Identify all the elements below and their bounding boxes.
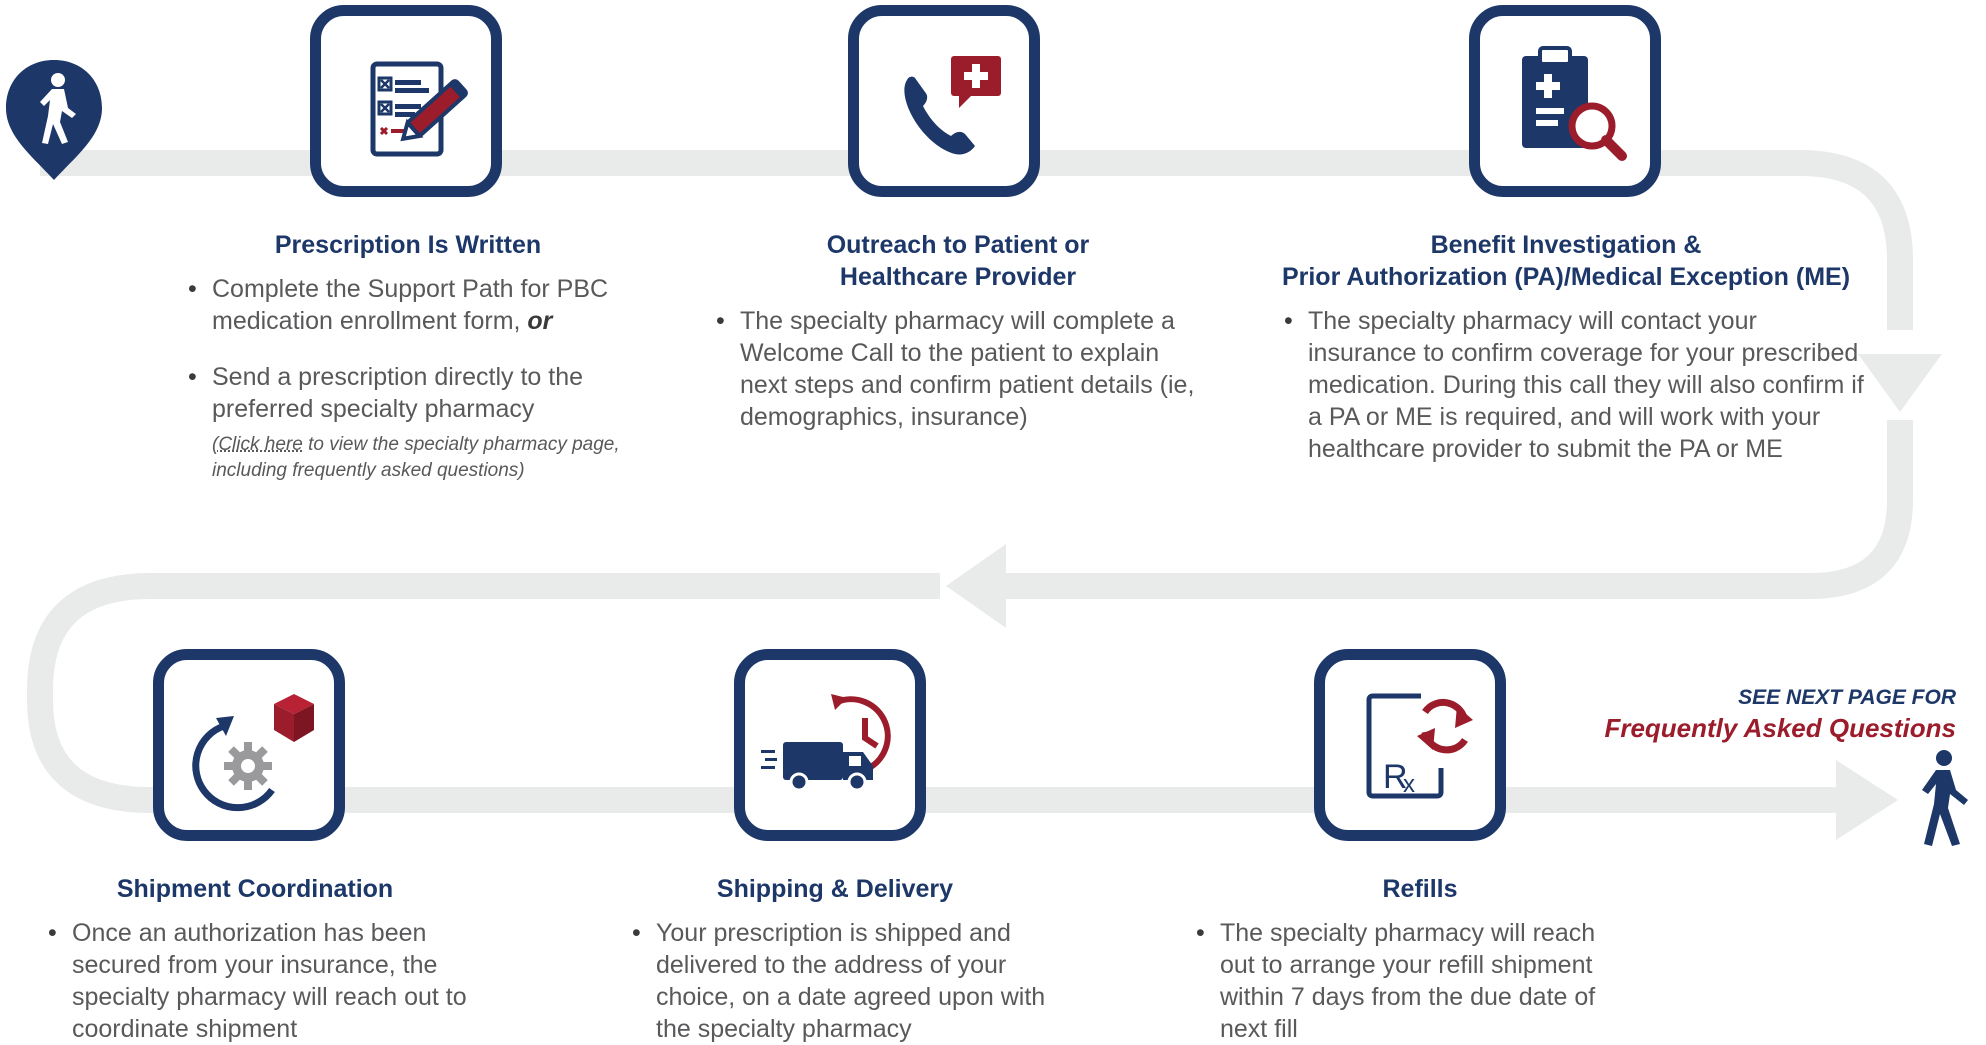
step-2-title: Outreach to Patient or Healthcare Provid… [760, 229, 1156, 293]
step-6-bullet-1-text: The specialty pharmacy will reach out to… [1220, 919, 1596, 1043]
see-next-page-callout[interactable]: SEE NEXT PAGE FOR Frequently Asked Quest… [1604, 684, 1956, 744]
step-1-icon-box [310, 5, 502, 197]
form-pencil-icon [370, 61, 468, 157]
step-1-bullet-1-emph: or [527, 307, 553, 335]
step-2-bullet-1: The specialty pharmacy will complete a W… [716, 305, 1212, 433]
clipboard-magnifier-icon [1522, 46, 1627, 161]
rx-refill-icon: R x [1366, 693, 1473, 799]
walking-person-icon [1922, 750, 1968, 846]
delivery-truck-clock-icon [761, 694, 891, 792]
step-3-bullet-1: The specialty pharmacy will contact your… [1284, 305, 1868, 465]
step-6-title: Refills [1270, 873, 1570, 905]
step-2-bullet-1-text: The specialty pharmacy will complete a W… [740, 307, 1195, 431]
gear-box-cycle-icon [192, 694, 314, 812]
step-4-bullet-1-text: Once an authorization has been secured f… [72, 919, 467, 1043]
step-1-note-rest: to view the specialty pharmacy page, inc… [212, 434, 620, 481]
step-6-bullets: The specialty pharmacy will reach out to… [1196, 917, 1636, 1045]
step-4-bullets: Once an authorization has been secured f… [48, 917, 468, 1045]
step-2-title-line-1: Outreach to Patient or [826, 231, 1090, 259]
step-6-bullet-1: The specialty pharmacy will reach out to… [1196, 917, 1636, 1045]
step-6-title-text: Refills [1382, 875, 1458, 903]
step-2-bullets: The specialty pharmacy will complete a W… [716, 305, 1212, 433]
step-3-bullet-1-text: The specialty pharmacy will contact your… [1308, 307, 1864, 463]
step-2-title-line-2: Healthcare Provider [839, 263, 1077, 291]
svg-text:x: x [1403, 771, 1415, 798]
step-4-title-text: Shipment Coordination [116, 875, 394, 903]
step-1-bullet-1: Complete the Support Path for PBC medica… [188, 273, 638, 337]
svg-text:R: R [1383, 758, 1408, 796]
see-next-line-2: Frequently Asked Questions [1604, 713, 1956, 743]
step-4-icon-box [153, 649, 345, 841]
step-5-icon-box [734, 649, 926, 841]
phone-medical-chat-icon [904, 56, 1001, 155]
step-3-title-line-1: Benefit Investigation & [1430, 231, 1702, 259]
step-1-bullets: Complete the Support Path for PBC medica… [188, 273, 638, 425]
step-3-title-line-2: Prior Authorization (PA)/Medical Excepti… [1281, 263, 1851, 291]
step-5-title-text: Shipping & Delivery [716, 875, 954, 903]
step-1-bullet-2-text: Send a prescription directly to the pref… [212, 363, 584, 423]
step-6-icon-box: R x [1314, 649, 1506, 841]
step-5-bullets: Your prescription is shipped and deliver… [632, 917, 1052, 1045]
step-3-bullets: The specialty pharmacy will contact your… [1284, 305, 1868, 465]
click-here-link[interactable]: (Click here [212, 434, 303, 455]
walking-person-pin-icon [6, 60, 102, 180]
step-5-bullet-1: Your prescription is shipped and deliver… [632, 917, 1052, 1045]
step-2-icon-box [848, 5, 1040, 197]
step-3-title: Benefit Investigation & Prior Authorizat… [1266, 229, 1866, 293]
step-5-title: Shipping & Delivery [660, 873, 1010, 905]
see-next-line-1: SEE NEXT PAGE FOR [1738, 686, 1956, 709]
step-4-bullet-1: Once an authorization has been secured f… [48, 917, 468, 1045]
step-1-title-text: Prescription Is Written [274, 231, 542, 259]
step-1-note: (Click here to view the specialty pharma… [212, 432, 632, 484]
step-1-title: Prescription Is Written [210, 229, 606, 261]
step-4-title: Shipment Coordination [80, 873, 430, 905]
step-1-bullet-2: Send a prescription directly to the pref… [188, 361, 638, 425]
step-5-bullet-1-text: Your prescription is shipped and deliver… [656, 919, 1046, 1043]
step-3-icon-box [1469, 5, 1661, 197]
step-1-bullet-1-text: Complete the Support Path for PBC medica… [212, 275, 609, 335]
